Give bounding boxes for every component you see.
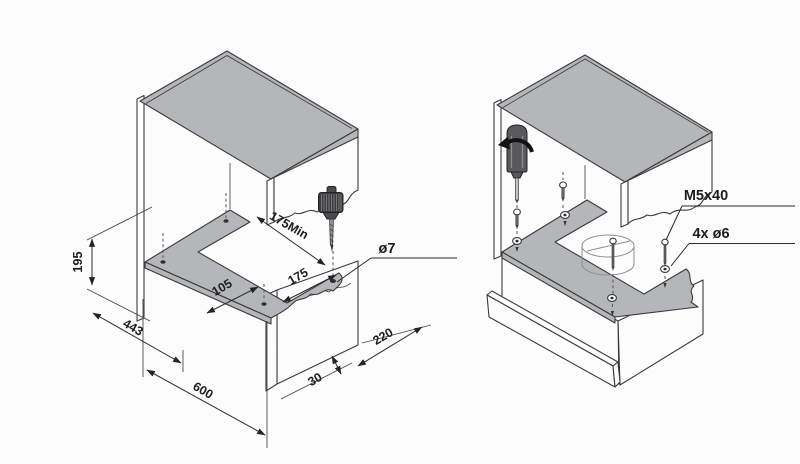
callout-leader: [665, 205, 683, 241]
pilot-hole-4: [330, 279, 336, 283]
hole-diameter-label: ø7: [379, 241, 396, 257]
dim-175-line: [282, 274, 337, 303]
hood-top-thickness: [501, 251, 616, 324]
screw-head: [609, 237, 617, 245]
pilot-hole-1: [160, 260, 166, 264]
dim-220-label: 220: [370, 325, 395, 348]
dim-30-label: 30: [305, 370, 324, 389]
callout-leader: [670, 243, 690, 267]
screw-head: [513, 208, 521, 216]
dim-443-line: [92, 312, 182, 364]
cabinet-right-broken-panel: [627, 139, 713, 225]
dim-105-line: [206, 286, 259, 314]
dim-600-label: 600: [190, 379, 215, 402]
holes-spec-label: 4x ø6: [692, 226, 729, 242]
pilot-hole-2: [223, 219, 229, 223]
screwdriver-icon: [498, 124, 534, 204]
dim-443-label: 443: [120, 316, 145, 339]
dim-175min-line: [256, 216, 326, 266]
cabinet-left-side-panel: [493, 98, 502, 260]
dim-195-label: 195: [71, 252, 85, 273]
cabinet-top-inner-edge: [502, 58, 709, 133]
screw-spec-label: M5x40: [684, 188, 728, 204]
callout-leader: [336, 257, 372, 283]
dim-220-line: [357, 326, 423, 367]
hood-top-panel: [501, 199, 699, 318]
duct-collar: [581, 234, 635, 276]
pilot-hole-3: [261, 302, 267, 306]
rotation-arrow-icon: [498, 136, 534, 153]
left-diagram: 195 443 600 175Min 175 105 30 220 ø7: [71, 50, 457, 448]
cabinet-left-side-panel: [136, 94, 145, 322]
mounting-screws: [513, 172, 669, 294]
right-diagram: M5x40 4x ø6: [486, 54, 795, 388]
drill-icon: [318, 186, 344, 252]
screw-head: [661, 238, 669, 246]
screw-head: [559, 181, 567, 189]
dim-30-line: [331, 355, 342, 375]
dim-600-line: [146, 369, 266, 436]
washers: [512, 211, 670, 316]
cabinet-front-edge-strip: [620, 179, 629, 228]
cabinet-top-inner-edge: [145, 55, 353, 129]
hood-front-visor: [486, 290, 621, 388]
ext-line: [86, 206, 153, 241]
